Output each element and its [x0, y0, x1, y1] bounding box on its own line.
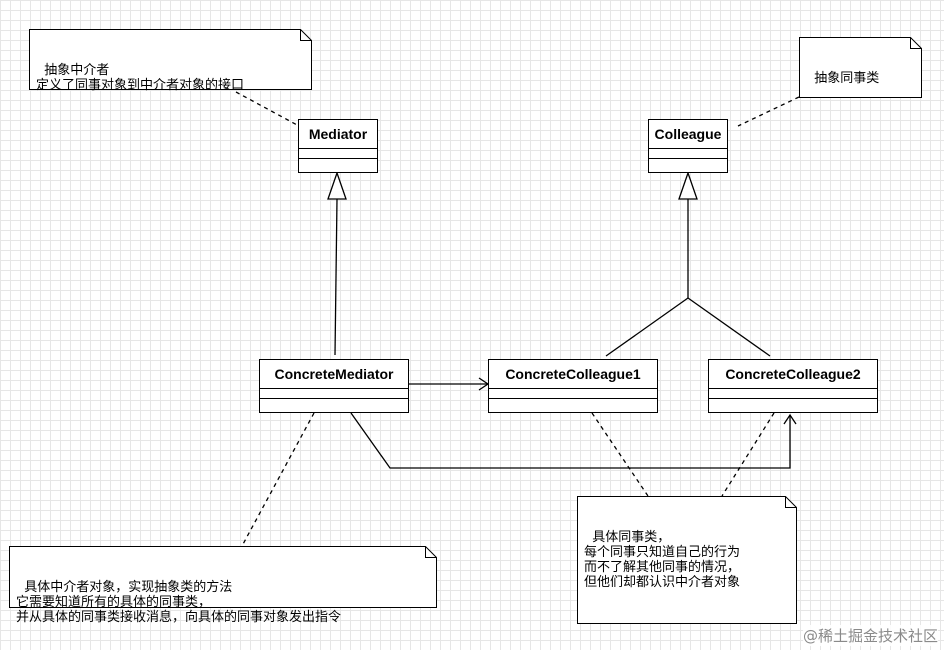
note-shape: [9, 546, 437, 608]
note-shape: [799, 37, 922, 98]
note-shape: [577, 496, 797, 624]
mediator-to-colleague2-line: [350, 412, 791, 469]
concrete-colleague1-note-anchor: [591, 412, 649, 497]
colleague-note-text: 抽象同事类: [814, 71, 880, 86]
note-shape: [29, 29, 312, 90]
watermark: @稀土掘金技术社区: [802, 625, 938, 646]
concrete-mediator-note-text: 具体中介者对象，实现抽象类的方法 它需要知道所有的具体的同事类， 并从具体的同事…: [16, 580, 342, 625]
concrete-mediator-attributes: [260, 388, 408, 398]
concrete-colleague2-branch: [687, 297, 771, 357]
concrete-colleague2-methods: [709, 398, 877, 408]
concrete-colleague1-methods: [489, 398, 657, 408]
concrete-colleague1-class-name: ConcreteColleague1: [505, 366, 641, 382]
concrete-colleague2-note-anchor: [721, 412, 775, 497]
mediator-attributes: [299, 148, 377, 158]
colleague-methods: [649, 158, 727, 168]
colleague-class[interactable]: Colleague: [648, 119, 728, 173]
colleague-note-anchor: [737, 96, 800, 127]
mediator-class[interactable]: Mediator: [298, 119, 378, 173]
concrete-mediator-class-name: ConcreteMediator: [274, 366, 394, 382]
concrete-colleague2-class-name: ConcreteColleague2: [725, 366, 861, 382]
concrete-mediator-class[interactable]: ConcreteMediator: [259, 359, 409, 413]
colleague-note[interactable]: 抽象同事类: [799, 37, 922, 98]
concrete-colleague1-class[interactable]: ConcreteColleague1: [488, 359, 658, 413]
mediator-note-anchor: [235, 91, 300, 127]
mediator-class-name: Mediator: [308, 126, 368, 142]
mediator-generalization-line: [334, 198, 338, 356]
mediator-generalization-arrowhead: [327, 171, 347, 200]
concrete-mediator-note[interactable]: 具体中介者对象，实现抽象类的方法 它需要知道所有的具体的同事类， 并从具体的同事…: [9, 546, 437, 625]
concrete-colleague1-attributes: [489, 388, 657, 398]
concrete-colleague-note[interactable]: 具体同事类， 每个同事只知道自己的行为 而不了解其他同事的情况， 但他们却都认识…: [577, 496, 797, 624]
concrete-colleague1-branch: [605, 297, 689, 357]
mediator-note[interactable]: 抽象中介者 定义了同事对象到中介者对象的接口: [29, 29, 312, 93]
concrete-colleague2-class[interactable]: ConcreteColleague2: [708, 359, 878, 413]
colleague-generalization-arrowhead: [678, 171, 698, 200]
concrete-colleague-note-text: 具体同事类， 每个同事只知道自己的行为 而不了解其他同事的情况， 但他们却都认识…: [584, 530, 741, 590]
mediator-to-colleague2-arrowhead: [783, 413, 797, 425]
colleague-class-name: Colleague: [654, 126, 722, 142]
concrete-colleague2-attributes: [709, 388, 877, 398]
mediator-methods: [299, 158, 377, 168]
concrete-mediator-methods: [260, 398, 408, 408]
concrete-mediator-note-anchor: [241, 412, 315, 547]
mediator-note-text: 抽象中介者 定义了同事对象到中介者对象的接口: [36, 63, 245, 93]
colleague-attributes: [649, 148, 727, 158]
